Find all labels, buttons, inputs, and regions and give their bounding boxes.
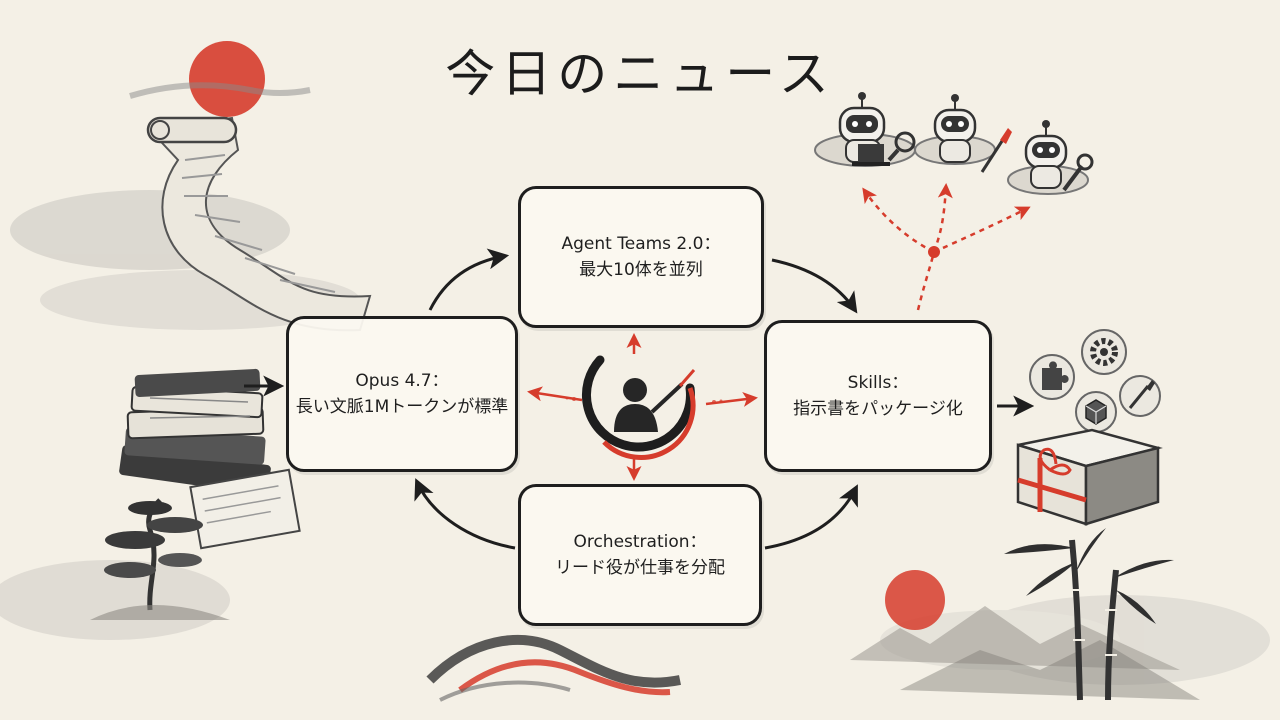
- node-agent-teams-label-line1: Agent Teams 2.0：: [561, 234, 721, 254]
- robot-icon: [914, 94, 996, 165]
- gear-icon: [1081, 329, 1127, 375]
- magnifier-icon: [887, 131, 916, 162]
- node-orchestration-label-line1: Orchestration：: [573, 532, 707, 552]
- sun-icon: [129, 41, 311, 117]
- laptop-icon: [852, 144, 890, 166]
- robot-icon: [1007, 120, 1089, 195]
- gift-box-icon: [1016, 428, 1163, 526]
- node-agent-teams-label-line2: 最大10体を並列: [579, 260, 703, 280]
- node-skills-label-line1: Skills：: [847, 373, 909, 393]
- node-orchestration: Orchestration： リード役が仕事を分配: [518, 484, 762, 626]
- wave-icon: [426, 635, 681, 702]
- wrench-icon: [1062, 153, 1094, 192]
- node-agent-teams: Agent Teams 2.0： 最大10体を並列: [518, 186, 764, 328]
- page-title: 今日のニュース: [445, 45, 835, 103]
- cube-icon: [1075, 391, 1117, 433]
- pine-tree-icon: [90, 498, 230, 620]
- paintbrush-icon: [980, 128, 1012, 173]
- papers-icon: [189, 468, 301, 550]
- node-skills-label-line2: 指示書をパッケージ化: [793, 399, 963, 419]
- bamboo-icon: [1004, 528, 1174, 701]
- node-opus: Opus 4.7： 長い文脈1Mトークンが標準: [286, 316, 518, 472]
- puzzle-icon: [1029, 354, 1075, 400]
- sun-icon: [885, 570, 945, 630]
- node-opus-label-line2: 長い文脈1Mトークンが標準: [295, 397, 509, 417]
- mountain-icon: [850, 606, 1200, 700]
- paintbrush-icon: [1119, 375, 1161, 417]
- scroll-icon: [146, 116, 372, 332]
- conductor-icon: [582, 355, 696, 460]
- node-orchestration-label-line2: リード役が仕事を分配: [555, 558, 725, 578]
- node-skills: Skills： 指示書をパッケージ化: [764, 320, 992, 472]
- node-opus-label-line1: Opus 4.7：: [355, 371, 449, 391]
